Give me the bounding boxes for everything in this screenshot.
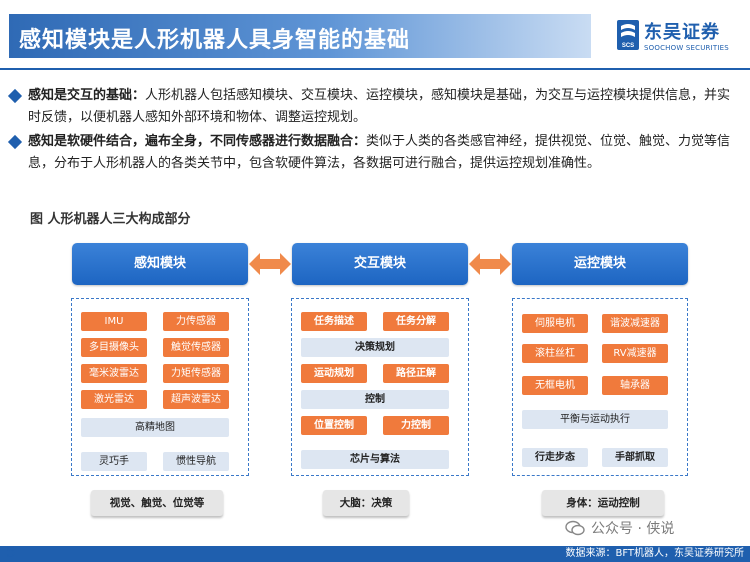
chip-walking-gait: 行走步态 bbox=[522, 448, 588, 467]
interaction-footer-label: 大脑：决策 bbox=[323, 490, 409, 516]
chip-multi-camera: 多目摄像头 bbox=[81, 338, 147, 357]
bullet-2-heading: 感知是软硬件结合，遍布全身，不同传感器进行数据融合： bbox=[28, 134, 367, 149]
chip-imu: IMU bbox=[81, 312, 147, 331]
chip-lidar: 激光雷达 bbox=[81, 390, 147, 409]
wechat-icon bbox=[565, 520, 585, 536]
chip-task-description: 任务描述 bbox=[301, 312, 367, 331]
chip-dexterous-hand: 灵巧手 bbox=[81, 452, 147, 471]
bullet-1-heading: 感知是交互的基础： bbox=[28, 88, 146, 103]
diamond-bullet-icon bbox=[7, 134, 23, 150]
perception-module-header: 感知模块 bbox=[72, 243, 248, 285]
data-source: 数据来源：BFT机器人，东吴证券研究所 bbox=[565, 548, 744, 559]
chip-motion-planning: 运动规划 bbox=[301, 364, 367, 383]
bullet-1-text: 人形机器人包括感知模块、交互模块、运控模块，感知模块是基础，为交互与运控模块提供… bbox=[28, 88, 731, 125]
footer-bar bbox=[0, 546, 750, 562]
chip-decision-planning: 决策规划 bbox=[301, 338, 449, 357]
page-title: 感知模块是人形机器人具身智能的基础 bbox=[19, 28, 411, 53]
logo-mark-text: SCS bbox=[622, 43, 634, 49]
interaction-panel: 任务描述 任务分解 决策规划 运动规划 路径正解 控制 位置控制 力控制 芯片与… bbox=[291, 298, 469, 476]
logo-mark-icon: SCS bbox=[617, 20, 639, 50]
bullet-2-text: 类似于人类的各类感官神经，提供视觉、位觉、触觉、力觉等信息，分布于人形机器人的各… bbox=[28, 134, 731, 171]
chip-chips-algorithms: 芯片与算法 bbox=[301, 450, 449, 469]
perception-footer-label: 视觉、触觉、位觉等 bbox=[91, 490, 223, 516]
chip-position-control: 位置控制 bbox=[301, 416, 367, 435]
chip-task-decomposition: 任务分解 bbox=[383, 312, 449, 331]
chip-balance-motion: 平衡与运动执行 bbox=[522, 410, 668, 429]
header-divider bbox=[0, 68, 750, 70]
interaction-module-header: 交互模块 bbox=[292, 243, 468, 285]
chip-frameless-motor: 无框电机 bbox=[522, 376, 588, 395]
motion-panel: 伺服电机 谐波减速器 滚柱丝杠 RV减速器 无框电机 轴承器 平衡与运动执行 行… bbox=[512, 298, 688, 476]
logo-english-name: SOOCHOW SECURITIES bbox=[644, 44, 729, 52]
diamond-bullet-icon bbox=[7, 88, 23, 104]
logo-chinese-name: 东吴证券 bbox=[644, 22, 720, 43]
chip-bearing: 轴承器 bbox=[602, 376, 668, 395]
double-arrow-icon bbox=[249, 253, 291, 275]
chip-rv-reducer: RV减速器 bbox=[602, 344, 668, 363]
motion-module-header: 运控模块 bbox=[512, 243, 688, 285]
chip-servo-motor: 伺服电机 bbox=[522, 314, 588, 333]
bullet-point-2: 感知是软硬件结合，遍布全身，不同传感器进行数据融合：类似于人类的各类感官神经，提… bbox=[7, 131, 738, 175]
figure-caption: 图 人形机器人三大构成部分 bbox=[30, 212, 191, 227]
chip-mmwave-radar: 毫米波雷达 bbox=[81, 364, 147, 383]
chip-torque-sensor: 力矩传感器 bbox=[163, 364, 229, 383]
chip-roller-screw: 滚柱丝杠 bbox=[522, 344, 588, 363]
perception-panel: IMU 力传感器 多目摄像头 触觉传感器 毫米波雷达 力矩传感器 激光雷达 超声… bbox=[71, 298, 249, 476]
watermark: 公众号 · 侠说 bbox=[565, 518, 674, 538]
double-arrow-icon bbox=[469, 253, 511, 275]
bullet-point-1: 感知是交互的基础：人形机器人包括感知模块、交互模块、运控模块，感知模块是基础，为… bbox=[7, 85, 738, 129]
chip-force-control: 力控制 bbox=[383, 416, 449, 435]
title-bar: 感知模块是人形机器人具身智能的基础 bbox=[9, 14, 591, 58]
chip-hand-grasping: 手部抓取 bbox=[602, 448, 668, 467]
chip-control: 控制 bbox=[301, 390, 449, 409]
chip-inertial-navigation: 惯性导航 bbox=[163, 452, 229, 471]
watermark-text: 公众号 · 侠说 bbox=[591, 521, 675, 537]
chip-path-solving: 路径正解 bbox=[383, 364, 449, 383]
company-logo: SCS 东吴证券 SOOCHOW SECURITIES bbox=[617, 20, 745, 60]
chip-tactile-sensor: 触觉传感器 bbox=[163, 338, 229, 357]
chip-hd-map: 高精地图 bbox=[81, 418, 229, 437]
chip-harmonic-reducer: 谐波减速器 bbox=[602, 314, 668, 333]
motion-footer-label: 身体：运动控制 bbox=[542, 490, 664, 516]
chip-ultrasonic-radar: 超声波雷达 bbox=[163, 390, 229, 409]
page-number: 5 bbox=[6, 543, 16, 561]
chip-force-sensor: 力传感器 bbox=[163, 312, 229, 331]
